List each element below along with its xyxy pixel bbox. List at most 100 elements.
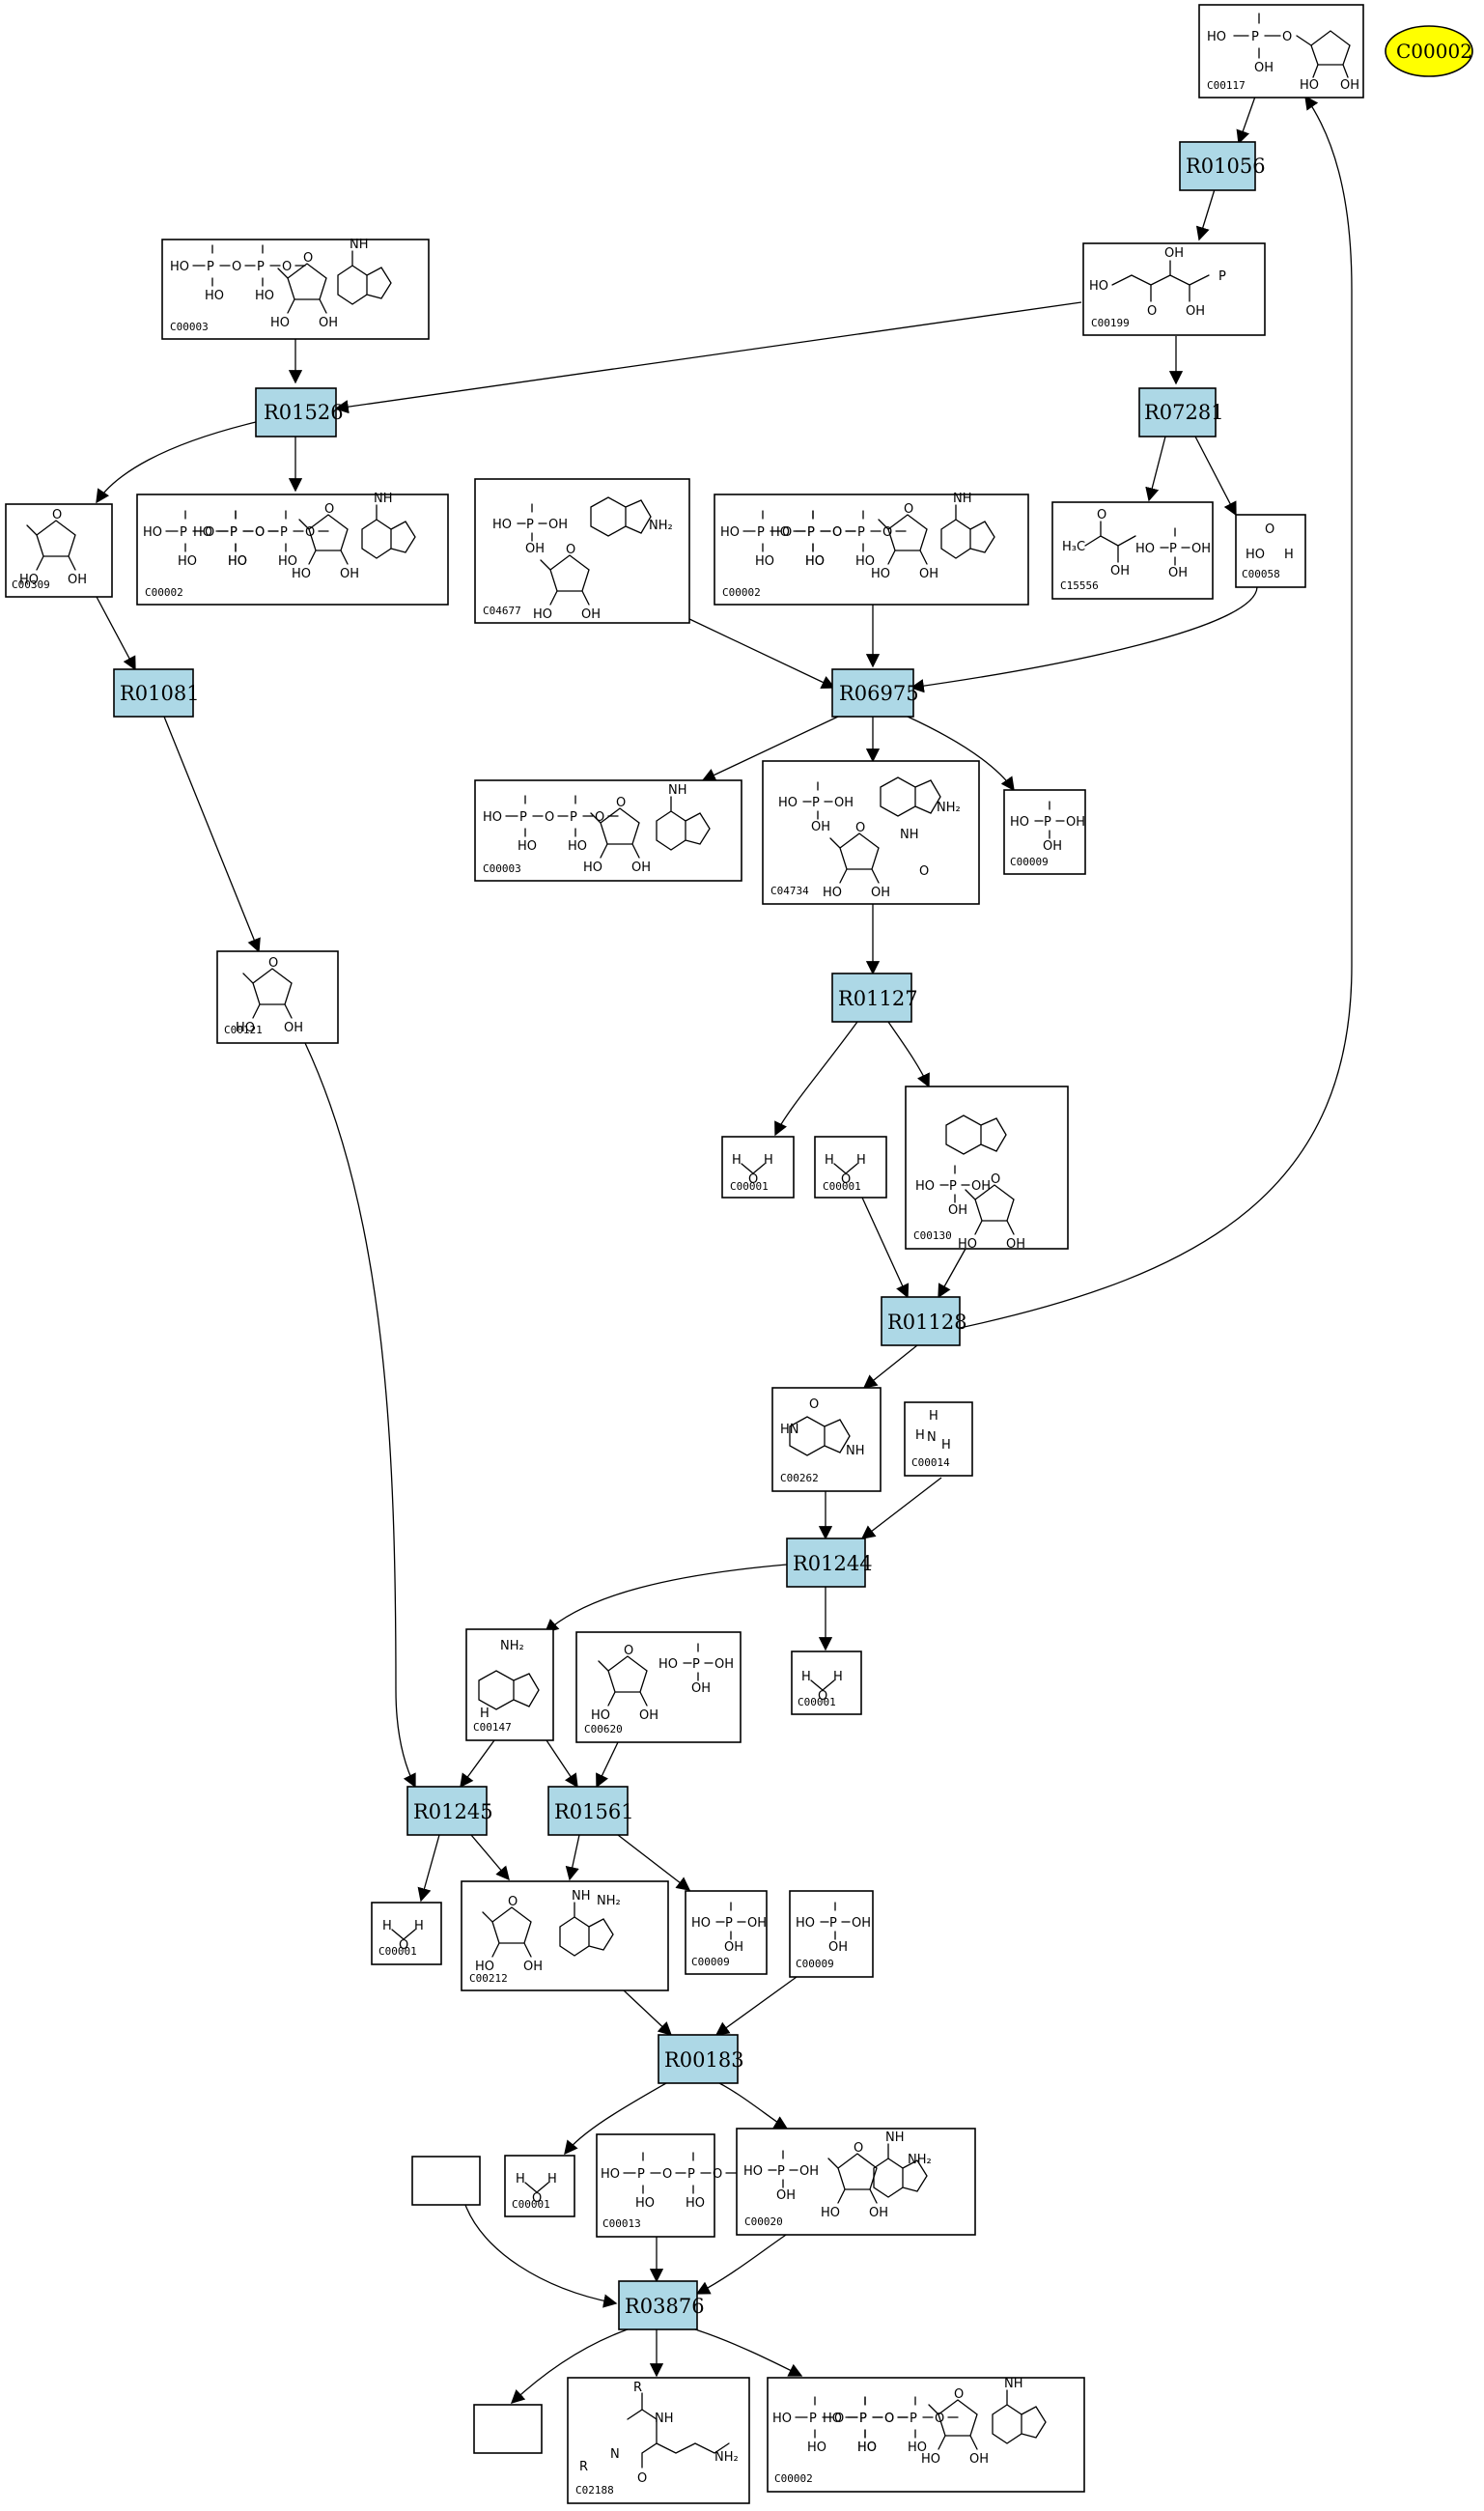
compound-c00002b[interactable]: C00002 xyxy=(714,491,1029,606)
svg-text:O: O xyxy=(1097,508,1106,522)
compound-id: C00009 xyxy=(1010,856,1049,868)
compound-c00002a[interactable]: C00002 xyxy=(136,491,449,606)
compound-c00121[interactable]: C00121 xyxy=(216,950,339,1044)
edge-c00199-r01526 xyxy=(334,301,1082,414)
compound-id: C04734 xyxy=(770,885,809,897)
compound-c00013[interactable]: C00013 xyxy=(596,2133,737,2238)
compound-c00130[interactable]: C00130 xyxy=(905,1086,1069,1253)
compound-id: C00002 xyxy=(722,586,761,599)
reaction-r00183[interactable]: R00183 xyxy=(658,2034,744,2084)
compound-c00309[interactable]: C00309 xyxy=(5,503,113,598)
svg-text:NH₂: NH₂ xyxy=(500,1639,524,1653)
reaction-r01561[interactable]: R01561 xyxy=(547,1786,634,1836)
edge-r00183-c00001e xyxy=(564,2082,667,2156)
svg-text:O: O xyxy=(1265,522,1274,537)
compound-id: C00013 xyxy=(602,2217,641,2230)
compound-c00003b[interactable]: C00003 xyxy=(474,779,742,882)
compound-id: C00001 xyxy=(730,1180,769,1193)
compound-c00620[interactable]: C00620 xyxy=(575,1631,742,1743)
compound-c00002c[interactable]: C00002 xyxy=(767,2376,1085,2493)
compound-id: C00212 xyxy=(469,1972,508,1985)
edge-r00183-c00020 xyxy=(718,2082,789,2130)
svg-text:P: P xyxy=(1218,269,1226,284)
compound-c00001a[interactable]: C00001 xyxy=(721,1136,795,1199)
reaction-r01244[interactable]: R01244 xyxy=(786,1538,873,1588)
compound-blank-output[interactable] xyxy=(473,2404,543,2454)
reaction-label: R01244 xyxy=(793,1552,873,1575)
edge-r03876-c00002c xyxy=(694,2328,803,2377)
edge-r07281-c15556 xyxy=(1145,436,1166,502)
edge-c00014-r01244 xyxy=(860,1477,942,1539)
svg-text:N: N xyxy=(927,1430,937,1445)
reaction-label: R01128 xyxy=(887,1311,967,1334)
compound-c00009a[interactable]: C00009 xyxy=(1003,789,1086,875)
reactions: R01056 R01526 R07281 R01081 R06975 R0112… xyxy=(113,141,1266,2330)
svg-text:NH₂: NH₂ xyxy=(649,519,673,533)
edge-r01245-c00001d xyxy=(417,1834,440,1903)
compound-id: C00147 xyxy=(473,1721,512,1734)
svg-text:NH₂: NH₂ xyxy=(714,2450,739,2465)
compound-id: C00130 xyxy=(913,1229,952,1242)
compound-id: C00002 xyxy=(145,586,183,599)
reaction-r01127[interactable]: R01127 xyxy=(831,973,918,1023)
reaction-r01245[interactable]: R01245 xyxy=(406,1786,493,1836)
compound-id: C00199 xyxy=(1091,317,1130,329)
reaction-r01081[interactable]: R01081 xyxy=(113,668,200,718)
svg-text:H: H xyxy=(941,1438,951,1453)
edge-r01056-c00199 xyxy=(1195,188,1216,241)
edge-r01561-c00009b xyxy=(617,1834,691,1891)
svg-text:NH₂: NH₂ xyxy=(937,801,961,815)
compound-c00117[interactable]: C00117 xyxy=(1198,4,1364,99)
edge-r06975-c00009a xyxy=(907,716,1015,792)
reaction-r06975[interactable]: R06975 xyxy=(831,668,919,718)
reaction-r07281[interactable]: R07281 xyxy=(1138,387,1224,437)
compound-c00001c[interactable]: C00001 xyxy=(791,1650,862,1715)
edge-c00058-r06975 xyxy=(910,586,1258,693)
compound-c00009c[interactable]: C00009 xyxy=(789,1890,874,1978)
compound-id: C00121 xyxy=(224,1024,263,1036)
compound-id: C00009 xyxy=(691,1956,730,1968)
compound-blank-input[interactable] xyxy=(411,2156,481,2206)
edge-r01561-c00212 xyxy=(565,1834,580,1881)
reaction-label: R07281 xyxy=(1144,401,1224,424)
edge-r06975-c00003b xyxy=(701,716,839,781)
svg-text:O: O xyxy=(809,1397,819,1412)
highlighted-compound[interactable]: C00002 xyxy=(1385,25,1473,77)
compound-id: C00001 xyxy=(512,2198,550,2211)
reaction-r01526[interactable]: R01526 xyxy=(255,387,344,437)
compound-c00001e[interactable]: C00001 xyxy=(504,2155,575,2217)
reaction-r03876[interactable]: R03876 xyxy=(618,2280,705,2330)
edges xyxy=(96,95,1353,2404)
reaction-label: R01081 xyxy=(120,682,200,705)
svg-text:HO: HO xyxy=(1089,279,1108,294)
reaction-label: R01127 xyxy=(838,987,918,1010)
reaction-r01056[interactable]: R01056 xyxy=(1179,141,1266,191)
compound-c00003a[interactable]: C00003 xyxy=(161,237,430,340)
svg-text:H: H xyxy=(929,1409,938,1424)
compound-c00009b[interactable]: C00009 xyxy=(685,1890,768,1975)
highlight-label: C00002 xyxy=(1396,40,1472,63)
svg-text:O: O xyxy=(637,2471,647,2486)
compound-id: C00620 xyxy=(584,1723,623,1735)
edge-r01128-c00262 xyxy=(862,1344,918,1389)
compound-c00001b[interactable]: C00001 xyxy=(814,1136,887,1199)
compound-id: C00001 xyxy=(823,1180,861,1193)
compound-id: C00002 xyxy=(774,2472,813,2485)
compound-id: C00003 xyxy=(483,862,521,875)
compound-c00001d[interactable]: C00001 xyxy=(371,1902,442,1965)
svg-text:H: H xyxy=(1284,548,1294,562)
reaction-r01128[interactable]: R01128 xyxy=(881,1296,967,1346)
svg-text:NH: NH xyxy=(846,1444,865,1458)
